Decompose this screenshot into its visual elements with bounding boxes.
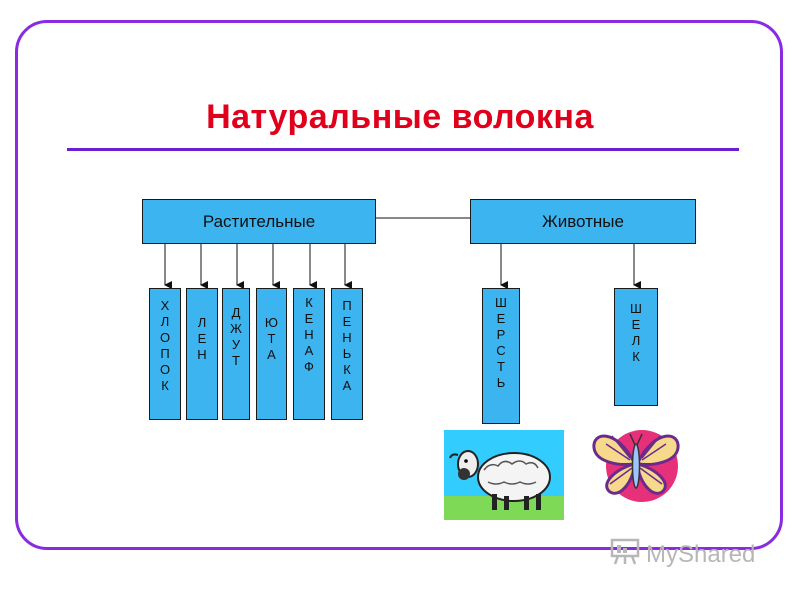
letter: У	[231, 337, 241, 352]
letter: К	[305, 295, 313, 310]
letter: А	[304, 343, 314, 358]
watermark-text: MyShared	[646, 540, 756, 568]
watermark: MyShared	[610, 536, 755, 573]
title-underline	[67, 148, 739, 151]
category-plant: Растительные	[142, 199, 376, 244]
letter: К	[343, 362, 351, 377]
letter: Л	[197, 315, 207, 330]
letter: О	[159, 330, 171, 345]
letter: П	[160, 346, 170, 361]
letter: Ь	[496, 375, 506, 390]
letter: А	[342, 378, 352, 393]
category-animal: Животные	[470, 199, 696, 244]
letter: К	[632, 349, 640, 364]
letter: Т	[267, 331, 276, 346]
fiber-flax: Л Е Н	[186, 288, 218, 420]
letter: Т	[497, 359, 505, 374]
letter: Е	[342, 314, 352, 329]
letter: Л	[631, 333, 641, 348]
letter: А	[267, 347, 276, 362]
letter: Ь	[342, 346, 352, 361]
letter: К	[161, 378, 169, 393]
letter: Н	[342, 330, 352, 345]
letter: Д	[231, 305, 241, 320]
letter: О	[159, 362, 171, 377]
sheep-image	[444, 430, 564, 520]
letter: Е	[631, 317, 641, 332]
letter: Е	[197, 331, 207, 346]
presentation-icon	[610, 536, 640, 573]
letter: Ю	[264, 315, 279, 330]
butterfly-image	[586, 418, 686, 504]
letter: Ф	[304, 359, 314, 374]
fiber-kenaf: К Е Н А Ф	[293, 288, 325, 420]
letter: Н	[304, 327, 314, 342]
letter: Н	[197, 347, 207, 362]
letter: Ж	[229, 321, 242, 336]
letter: Р	[496, 327, 506, 342]
fiber-wool: Ш Е Р С Т Ь	[482, 288, 520, 424]
letter: С	[496, 343, 506, 358]
fiber-yuta: Ю Т А	[256, 288, 287, 420]
letter: Е	[304, 311, 314, 326]
letter: Х	[160, 298, 170, 313]
letter: Ш	[495, 295, 507, 310]
letter: Ш	[630, 301, 642, 316]
letter: Е	[496, 311, 506, 326]
letter: П	[342, 298, 352, 313]
fiber-silk: Ш Е Л К	[614, 288, 658, 406]
fiber-cotton: Х Л О П О К	[149, 288, 181, 420]
fiber-hemp: П Е Н Ь К А	[331, 288, 363, 420]
letter: Т	[232, 353, 240, 368]
letter: Л	[160, 314, 170, 329]
page-title: Натуральные волокна	[206, 98, 594, 136]
fiber-jute: Д Ж У Т	[222, 288, 250, 420]
